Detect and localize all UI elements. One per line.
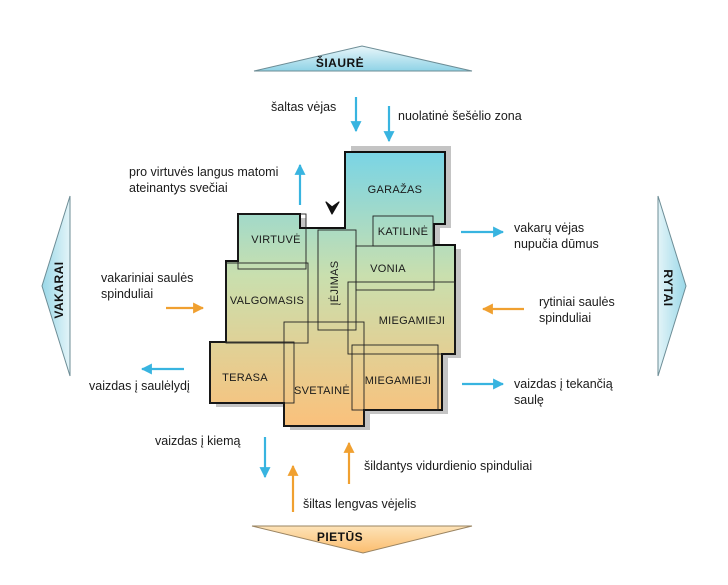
room-bathroom-label: VONIA [370,263,406,275]
terrace-outline [209,341,295,404]
room-garage-label: GARAŽAS [368,183,423,196]
north-pointer-shape [253,45,473,72]
bedrooms-1-outline [347,281,456,355]
east-label: RYTAI [661,269,675,306]
west-pointer: VAKARAI [41,195,71,377]
south-pointer: PIETŪS [251,525,473,554]
room-kitchen-label: VIRTUVĖ [251,233,301,246]
living-outline [283,321,365,427]
north-pointer: ŠIAURĖ [253,45,473,72]
room-dining-label: VALGOMASIS [230,295,304,307]
sunset-view-label: vaizdas į saulėlydį [89,379,190,393]
morning-sun-label-line1: rytiniai saulės [539,295,615,309]
room-entrance-label: ĮĖJIMAS [328,261,341,306]
east-pointer-shape [657,195,687,377]
west-pointer-shape [41,195,71,377]
house-plan: GARAŽAS KATILINĖ VIRTUVĖ ĮĖJIMAS VONIA V… [209,146,461,430]
arrows [140,97,524,512]
noon-sun-label: šildantys vidurdienio spinduliai [364,459,532,473]
west-wind-label-line2: nupučia dūmus [514,237,599,251]
room-terrace-label: TERASA [222,372,268,384]
south-pointer-shape [251,525,473,554]
sunrise-view-label-line1: vaizdas į tekančią [514,377,613,391]
north-label: ŠIAURĖ [316,55,364,70]
west-wind-label-line1: vakarų vėjas [514,221,584,235]
bathroom-outline [355,245,435,291]
entrance-marker-icon [325,201,340,215]
sunrise-view-label-line2: saulę [514,393,544,407]
room-boiler-label: KATILINĖ [378,225,429,238]
annotations: šaltas vėjas nuolatinė šešėlio zona pro … [89,100,615,511]
shadow-zone-label: nuolatinė šešėlio zona [398,109,522,123]
yard-view-label: vaizdas į kiemą [155,434,240,448]
evening-sun-label-line2: spinduliai [101,287,153,301]
dining-outline [225,262,309,344]
south-label: PIETŪS [317,530,363,544]
cold-wind-label: šaltas vėjas [271,100,336,114]
room-living-label: SVETAINĖ [294,384,350,397]
kitchen-outline [237,213,307,270]
bedrooms-2-outline [351,344,439,411]
east-pointer: RYTAI [657,195,687,377]
guests-label-line1: pro virtuvės langus matomi [129,165,278,179]
room-bedrooms-1-label: MIEGAMIEJI [379,315,446,327]
room-bedrooms-2-label: MIEGAMIEJI [365,375,432,387]
warm-breeze-label: šiltas lengvas vėjelis [303,497,416,511]
morning-sun-label-line2: spinduliai [539,311,591,325]
west-label: VAKARAI [52,261,66,318]
evening-sun-label-line1: vakariniai saulės [101,271,193,285]
guests-label-line2: ateinantys svečiai [129,181,228,195]
